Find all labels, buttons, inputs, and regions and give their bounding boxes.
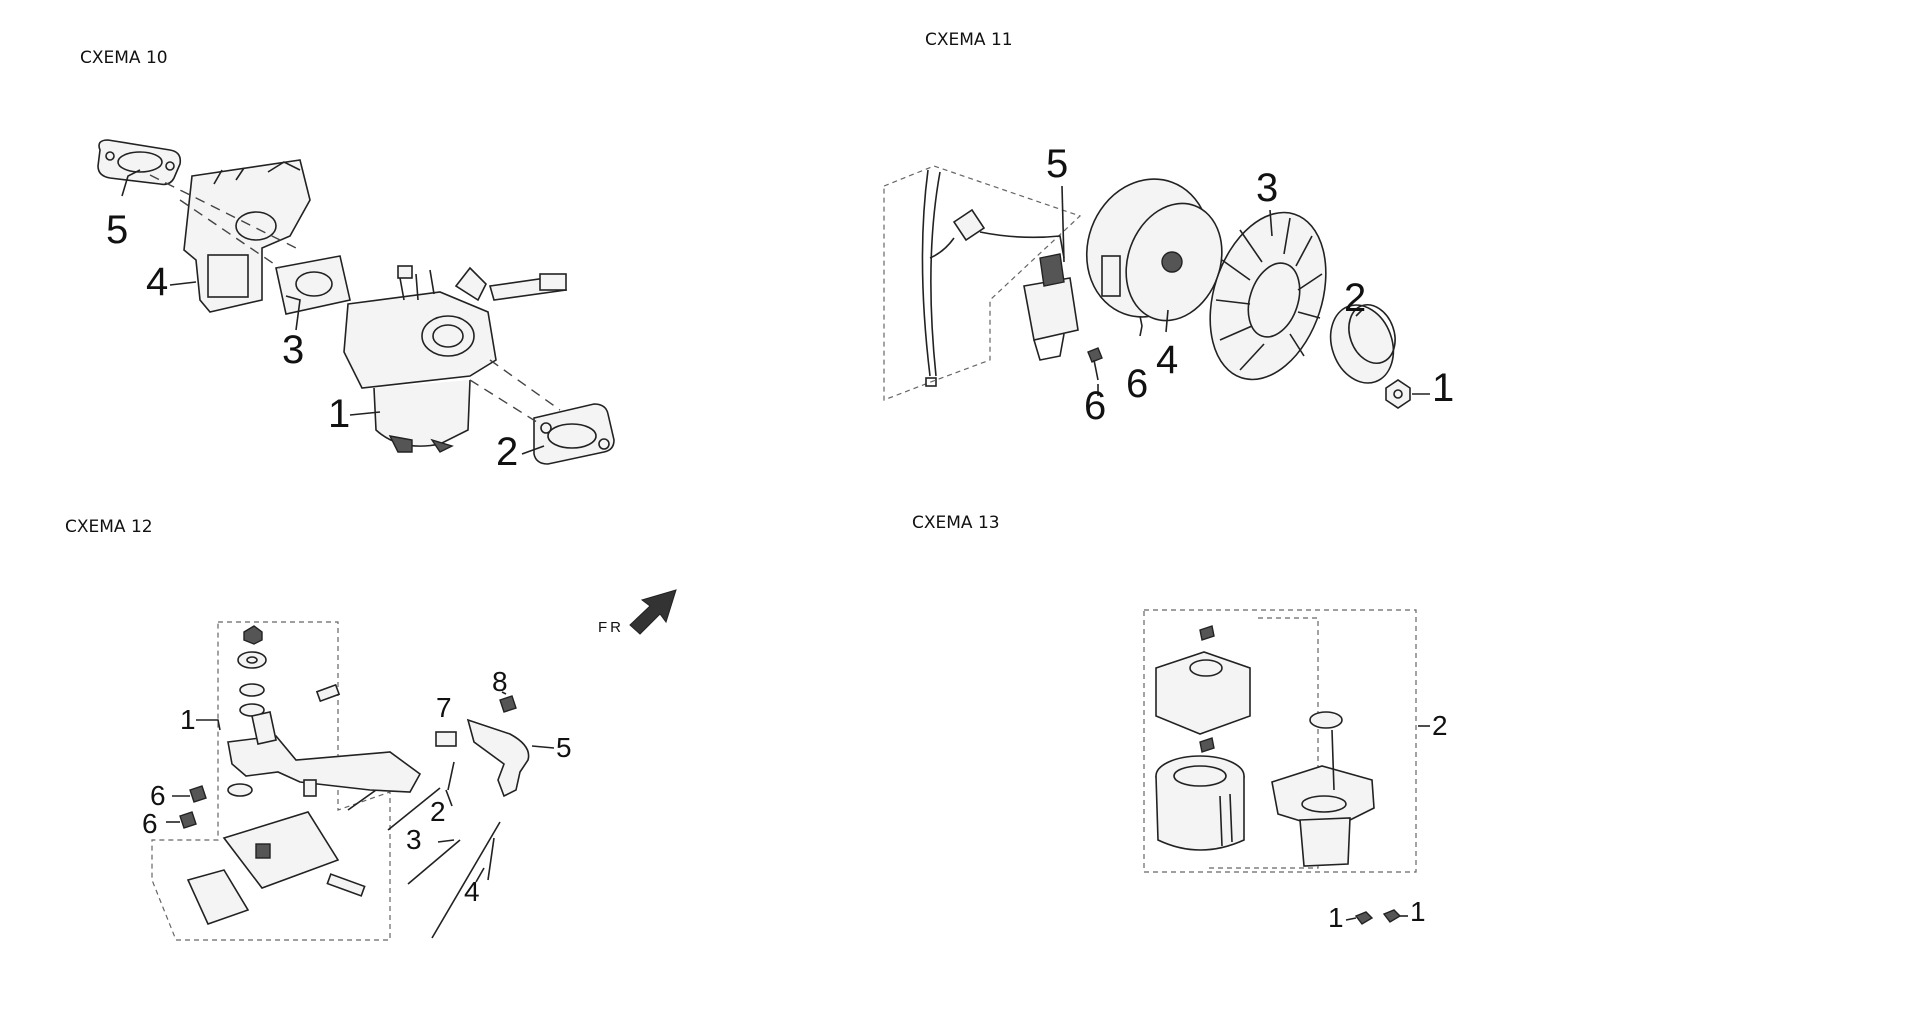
bolt-6a: [1087, 347, 1103, 363]
scheme-12-title: CXEMA 12: [65, 517, 153, 537]
filter-cover: [1155, 651, 1251, 735]
callout-12-8: 8: [492, 666, 508, 697]
scheme-10-title: CXEMA 10: [80, 48, 168, 68]
callout-12-4: 4: [464, 876, 480, 907]
gasket-5: [97, 139, 182, 186]
carburetor-body-1: [343, 265, 568, 453]
insulator-3: [275, 255, 351, 315]
callout-10-1: 1: [328, 392, 351, 436]
fr-direction-label: FR: [598, 619, 624, 636]
callout-11-3: 3: [1256, 166, 1279, 210]
front-direction-arrow: [629, 589, 677, 635]
starter-cup-2: [1329, 304, 1396, 384]
callout-11-6a: 6: [1084, 384, 1107, 428]
callout-13-1a: 1: [1328, 902, 1344, 933]
callout-12-7: 7: [436, 692, 452, 723]
callout-10-2: 2: [496, 430, 519, 474]
callout-10-4: 4: [146, 260, 169, 304]
callout-10-5: 5: [106, 208, 129, 252]
cooling-fan-3: [1209, 211, 1327, 381]
scheme-12-diagram: [151, 589, 677, 941]
callout-11-5: 5: [1046, 142, 1069, 186]
scheme-13-diagram: [1143, 609, 1430, 925]
callout-13-1b: 1: [1410, 896, 1426, 927]
nut-1: [1385, 379, 1411, 409]
nut-1a: [1354, 911, 1374, 925]
callout-10-3: 3: [282, 328, 305, 372]
bolt-6-upper: [189, 785, 207, 803]
callout-11-1: 1: [1432, 366, 1455, 410]
control-lever-5: [466, 718, 530, 798]
gasket-2: [533, 403, 615, 465]
callout-12-3: 3: [406, 824, 422, 855]
callout-12-2: 2: [430, 796, 446, 827]
callout-12-6a: 6: [150, 780, 166, 811]
governor-arm-1: [227, 735, 422, 793]
callout-11-2: 2: [1344, 276, 1367, 320]
bracket-4: [183, 159, 311, 313]
callout-12-6b: 6: [142, 808, 158, 839]
scheme-10-diagram: [97, 139, 615, 465]
callout-13-2: 2: [1432, 710, 1448, 741]
flywheel-4: [1085, 178, 1223, 322]
callout-11-4: 4: [1156, 338, 1179, 382]
callout-12-1: 1: [180, 704, 196, 735]
bolt-6-lower: [179, 811, 197, 829]
seal-ring: [1309, 711, 1343, 729]
callout-11-6b: 6: [1126, 362, 1149, 406]
filter-base: [1271, 729, 1375, 867]
scheme-13-title: CXEMA 13: [912, 513, 1000, 533]
air-filter-assembly-box: [1143, 609, 1417, 873]
nut-1b: [1382, 909, 1402, 923]
callout-12-5: 5: [556, 732, 572, 763]
filter-element: [1155, 755, 1245, 851]
scheme-11-title: CXEMA 11: [925, 30, 1013, 50]
ignition-coil-5: [1023, 253, 1079, 361]
scheme-11-diagram: [883, 165, 1430, 409]
